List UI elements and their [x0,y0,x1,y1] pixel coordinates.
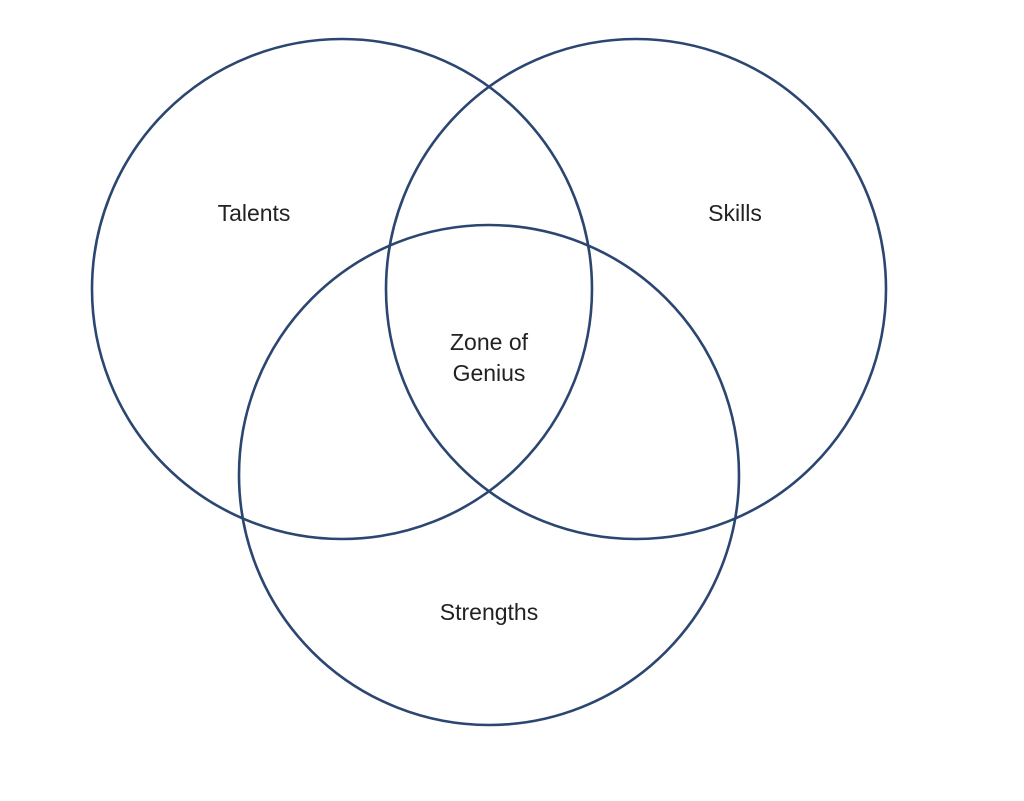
strengths-circle [237,223,741,727]
zone-of-genius-label-line1: Zone of [450,329,529,355]
skills-circle [384,37,888,541]
skills-label: Skills [708,200,762,226]
strengths-label: Strengths [440,599,538,625]
zone-of-genius-label-line2: Genius [453,360,526,386]
talents-label: Talents [218,200,291,226]
talents-circle [90,37,594,541]
